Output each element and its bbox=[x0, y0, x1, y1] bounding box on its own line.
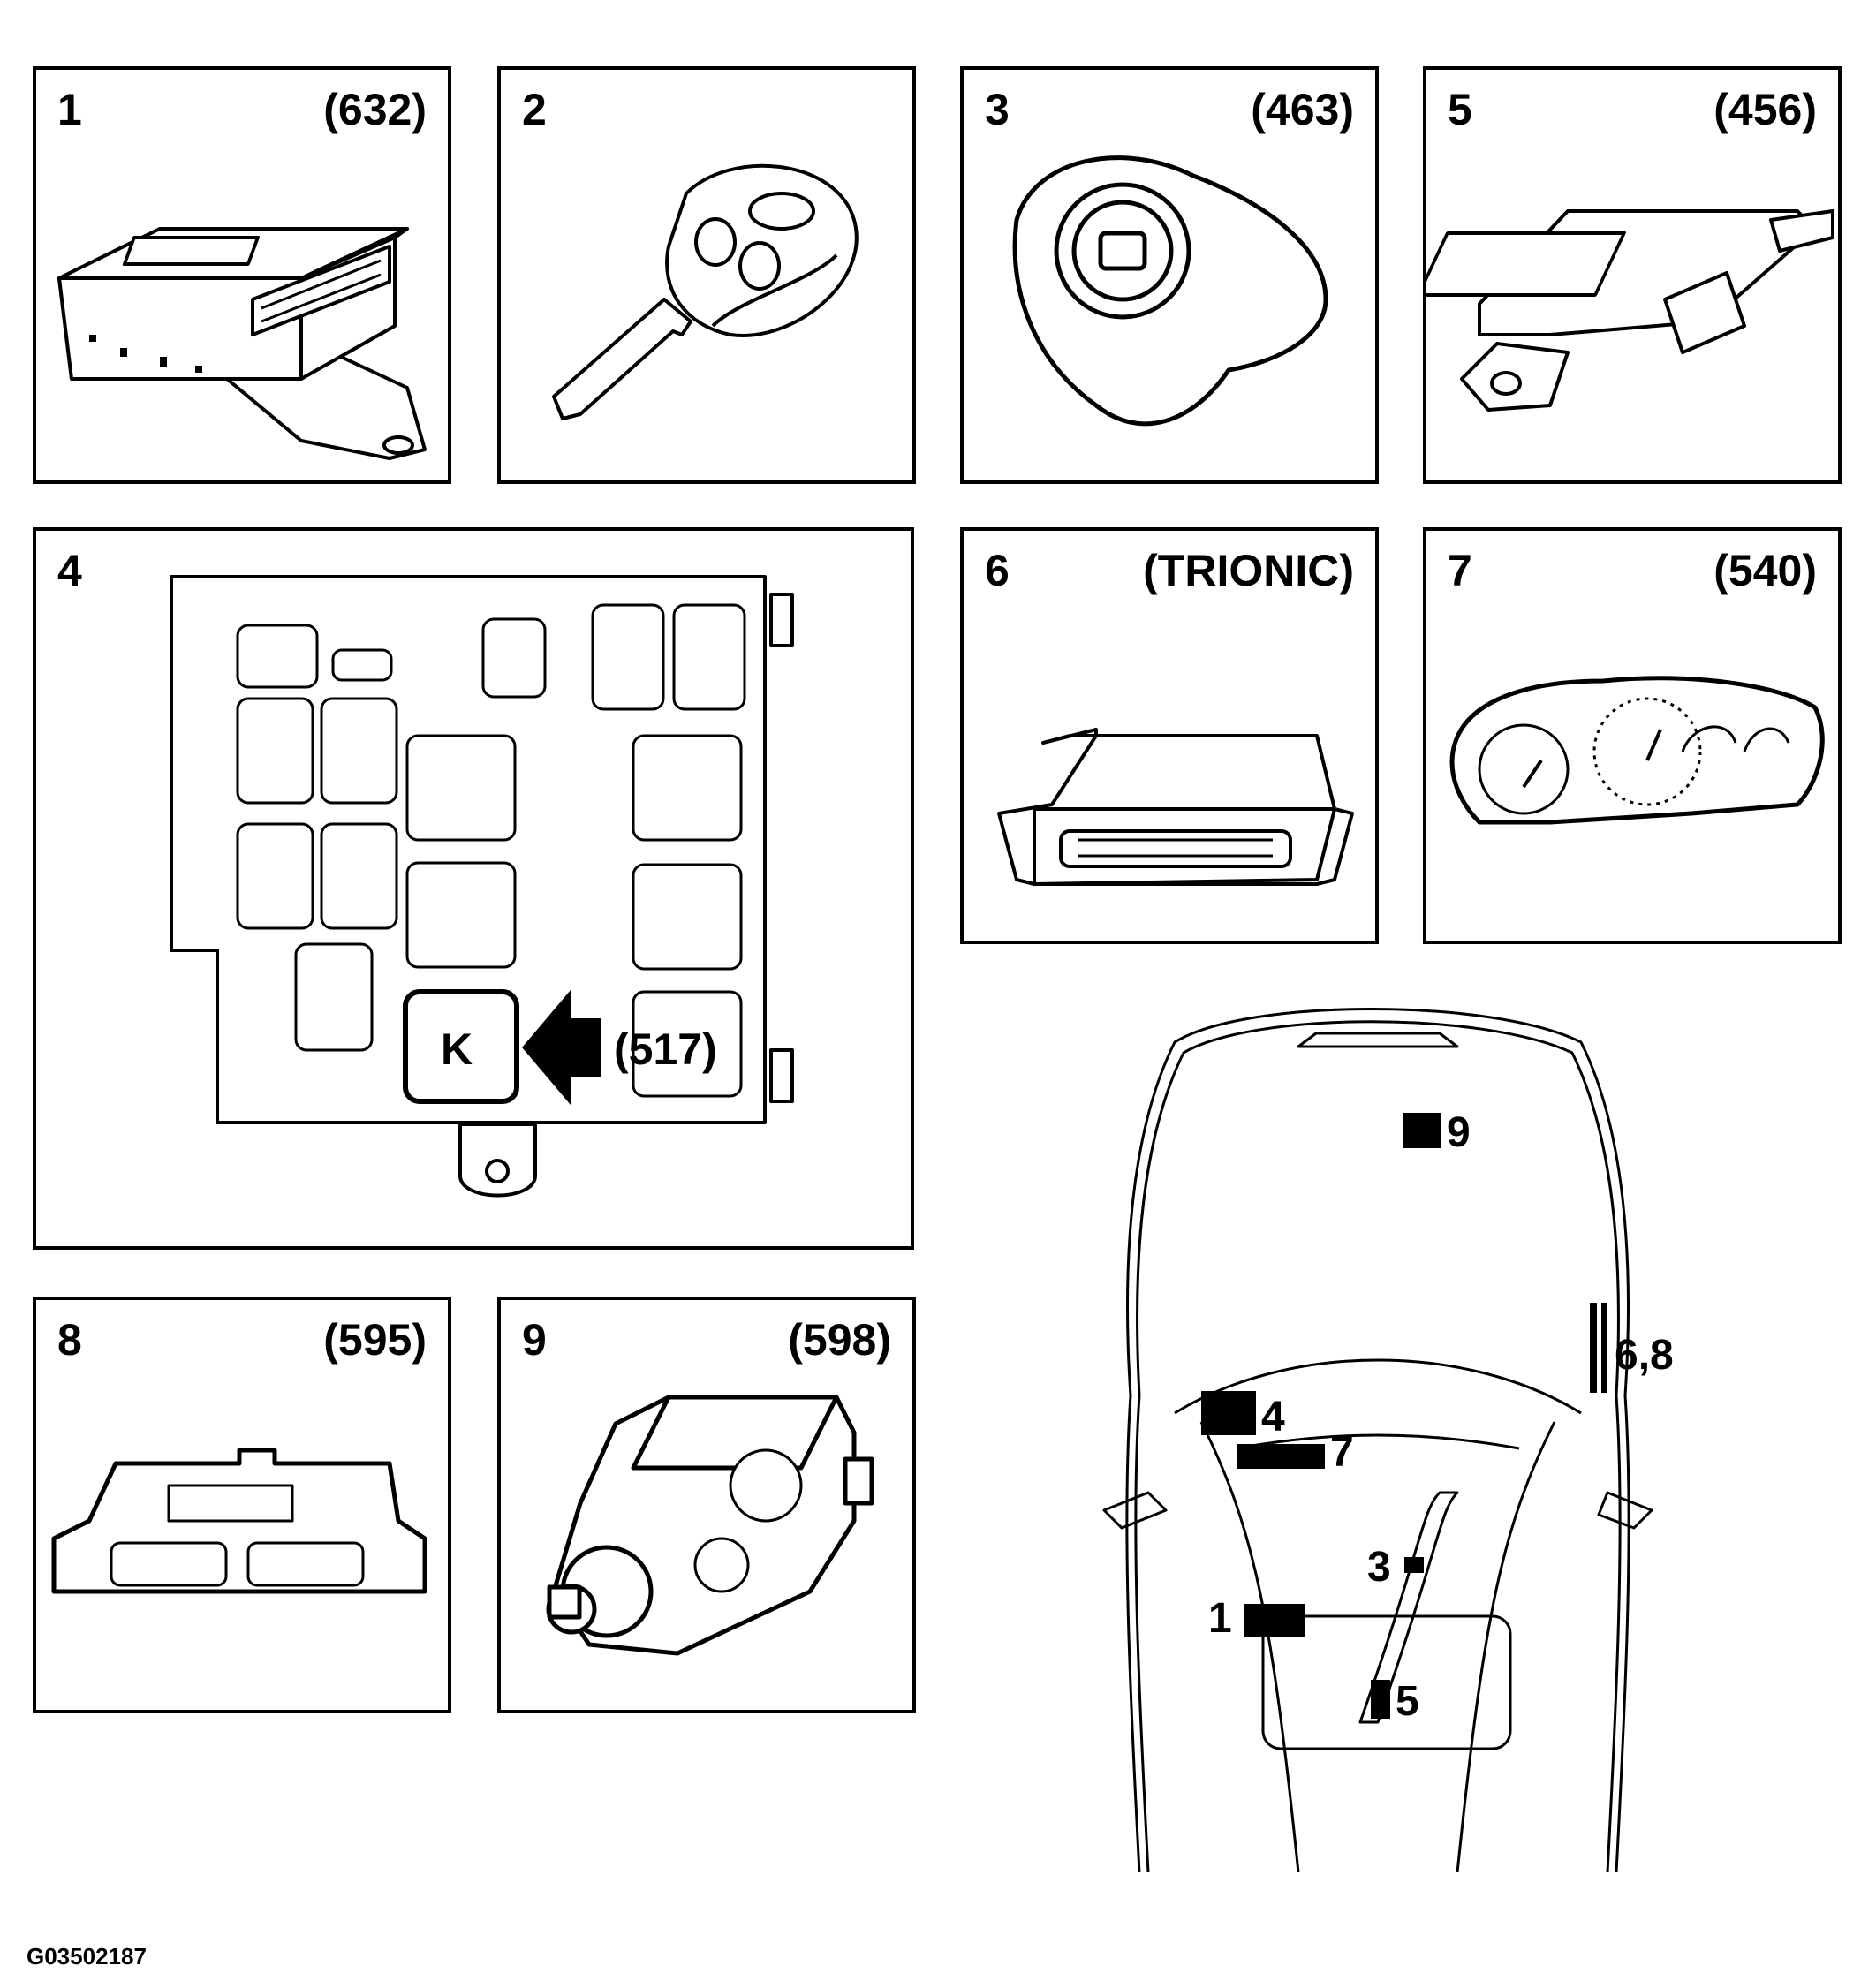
panel-1: 1 (632) bbox=[33, 66, 451, 484]
marker-1 bbox=[1244, 1604, 1305, 1637]
marker-3 bbox=[1404, 1557, 1424, 1573]
marker-label-7: 7 bbox=[1330, 1429, 1354, 1476]
marker-label-4: 4 bbox=[1261, 1394, 1285, 1440]
marker-label-5: 5 bbox=[1396, 1678, 1419, 1725]
marker-4 bbox=[1201, 1391, 1256, 1435]
marker-6-8b bbox=[1601, 1303, 1607, 1393]
panel-code: (632) bbox=[323, 85, 427, 134]
marker-9 bbox=[1403, 1113, 1441, 1148]
panel-number: 4 bbox=[57, 546, 82, 595]
panel-code: (595) bbox=[323, 1315, 427, 1365]
panel-3: 3 (463) bbox=[960, 66, 1379, 484]
marker-label-6-8: 6,8 bbox=[1615, 1332, 1674, 1379]
panel-2: 2 bbox=[497, 66, 916, 484]
panel-4: 4 K (517) bbox=[33, 527, 914, 1250]
panel-code: (598) bbox=[788, 1315, 891, 1365]
panel-code: (463) bbox=[1251, 85, 1354, 134]
panel-5: 5 (456) bbox=[1423, 66, 1842, 484]
marker-label-9: 9 bbox=[1447, 1109, 1471, 1156]
antenna-module-icon bbox=[1426, 209, 1834, 412]
marker-6-8 bbox=[1590, 1303, 1597, 1393]
marker-label-3: 3 bbox=[1367, 1544, 1391, 1591]
panel-number: 5 bbox=[1448, 85, 1472, 134]
panel-number: 6 bbox=[985, 546, 1010, 595]
marker-5 bbox=[1371, 1680, 1390, 1719]
panel-7: 7 (540) bbox=[1423, 527, 1842, 944]
control-module-icon bbox=[57, 227, 427, 460]
panel-code: (456) bbox=[1713, 85, 1817, 134]
vehicle-top-view-icon: 9 6,8 4 7 3 1 5 bbox=[1102, 1008, 1674, 1872]
remote-key-icon bbox=[552, 163, 859, 420]
panel-number: 1 bbox=[57, 85, 82, 134]
instrument-cluster-icon bbox=[1449, 676, 1825, 825]
panel-number: 3 bbox=[985, 85, 1010, 134]
marker-label-1: 1 bbox=[1208, 1595, 1232, 1642]
injection-pump-icon bbox=[546, 1395, 874, 1656]
panel-6: 6 (TRIONIC) bbox=[960, 527, 1379, 944]
panel-number: 7 bbox=[1448, 546, 1472, 595]
panel-number: 2 bbox=[522, 85, 547, 134]
panel-code: (TRIONIC) bbox=[1143, 546, 1354, 595]
panel-code: (540) bbox=[1713, 546, 1817, 595]
relay-label: K bbox=[441, 1025, 473, 1074]
engine-control-module-icon bbox=[997, 728, 1354, 886]
panel-9: 9 (598) bbox=[497, 1297, 916, 1713]
panel-number: 8 bbox=[57, 1315, 82, 1365]
arrow-icon bbox=[522, 990, 601, 1105]
diesel-control-module-icon bbox=[51, 1448, 427, 1594]
relay-code: (517) bbox=[614, 1025, 717, 1074]
reference-code: G03502187 bbox=[26, 1943, 147, 1970]
fuse-box-icon bbox=[170, 575, 794, 1198]
panel-8: 8 (595) bbox=[33, 1297, 451, 1713]
panel-number: 9 bbox=[522, 1315, 547, 1365]
marker-7 bbox=[1237, 1444, 1325, 1469]
ignition-switch-icon bbox=[1012, 155, 1328, 427]
